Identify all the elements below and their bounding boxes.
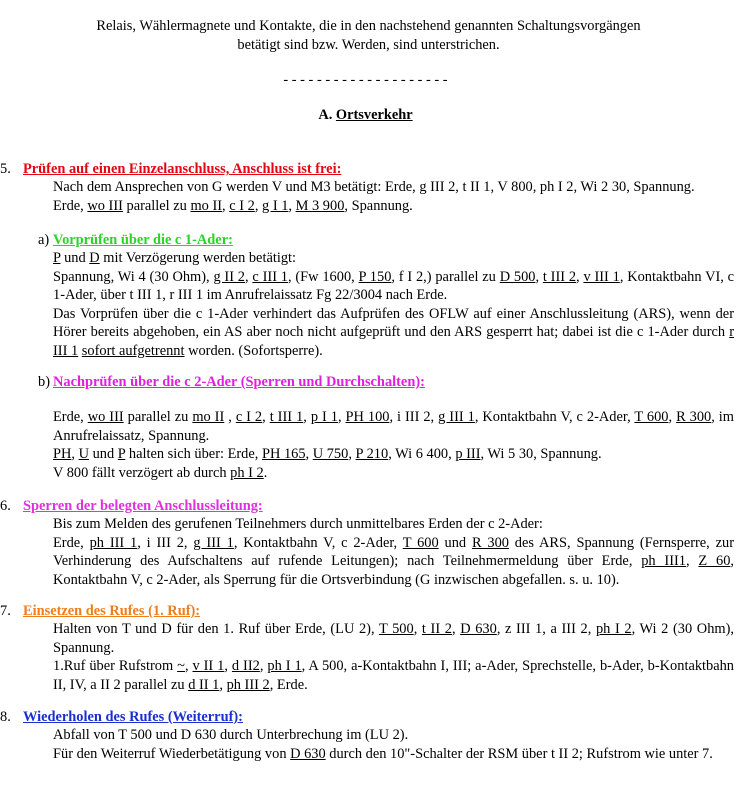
title-text: Ortsverkehr	[335, 107, 413, 123]
section-5-heading: Prüfen auf einen Einzelanschluss, Anschl…	[23, 161, 342, 177]
section-7-body: Halten von T und D für den 1. Ruf über E…	[53, 620, 734, 694]
section-5a-label: a)	[38, 232, 50, 248]
section-5b-heading: Nachprüfen über die c 2-Ader (Sperren un…	[53, 374, 425, 390]
section-8-line-1: Abfall von T 500 und D 630 durch Unterbr…	[53, 727, 409, 743]
title-prefix: A.	[318, 107, 336, 123]
section-5-line-1: Nach dem Ansprechen von G werden V und M…	[53, 179, 695, 195]
section-5a-body: P und D mit Verzögerung werden betätigt:…	[53, 249, 734, 361]
section-5a-line-1: P und D mit Verzögerung werden betätigt:	[53, 250, 297, 266]
section-7-line-1: Halten von T und D für den 1. Ruf über E…	[53, 621, 734, 656]
section-6-number: 6.	[0, 498, 11, 514]
section-5-body: Nach dem Ansprechen von G werden V und M…	[53, 178, 734, 215]
section-5b-body: Erde, wo III parallel zu mo II , c I 2, …	[53, 408, 734, 482]
intro-line-1: Relais, Wählermagnete und Kontakte, die …	[96, 18, 641, 34]
section-8-line-2: Für den Weiterruf Wiederbetätigung von D…	[53, 745, 713, 762]
section-7-number: 7.	[0, 603, 11, 619]
section-5a-heading: Vorprüfen über die c 1-Ader:	[53, 232, 233, 248]
section-8-body: Abfall von T 500 und D 630 durch Unterbr…	[53, 726, 734, 763]
section-5-number: 5.	[0, 161, 11, 177]
section-6-line-1: Bis zum Melden des gerufenen Teilnehmers…	[53, 516, 543, 532]
section-5b-line-3: V 800 fällt verzögert ab durch ph I 2.	[53, 464, 268, 481]
section-5b-label: b)	[38, 374, 50, 390]
section-6-body: Bis zum Melden des gerufenen Teilnehmers…	[53, 515, 734, 589]
divider: - - - - - - - - - - - - - - - - - - - -	[283, 72, 448, 88]
section-8-heading: Wiederholen des Rufes (Weiterruf):	[23, 709, 243, 725]
section-5a-line-3: Das Vorprüfen über die c 1-Ader verhinde…	[53, 305, 734, 359]
section-6-heading: Sperren der belegten Anschlussleitung:	[23, 498, 263, 514]
section-5-line-2: Erde, wo III parallel zu mo II, c I 2, g…	[53, 197, 413, 214]
page-title: A. Ortsverkehr	[0, 106, 734, 125]
section-8-number: 8.	[0, 709, 11, 725]
section-5a-line-2: Spannung, Wi 4 (30 Ohm), g II 2, c III 1…	[53, 268, 735, 304]
section-7-line-2: 1.Ruf über Rufstrom ~, v II 1, d II2, ph…	[53, 658, 735, 693]
section-5b-line-2: PH, U und P halten sich über: Erde, PH 1…	[53, 446, 602, 463]
section-7-heading: Einsetzen des Rufes (1. Ruf):	[23, 603, 201, 619]
section-6-line-2: Erde, ph III 1, i III 2, g III 1, Kontak…	[53, 534, 734, 588]
section-5b-line-1: Erde, wo III parallel zu mo II , c I 2, …	[53, 409, 734, 444]
intro-line-2: betätigt sind bzw. Werden, sind unterstr…	[237, 37, 500, 53]
